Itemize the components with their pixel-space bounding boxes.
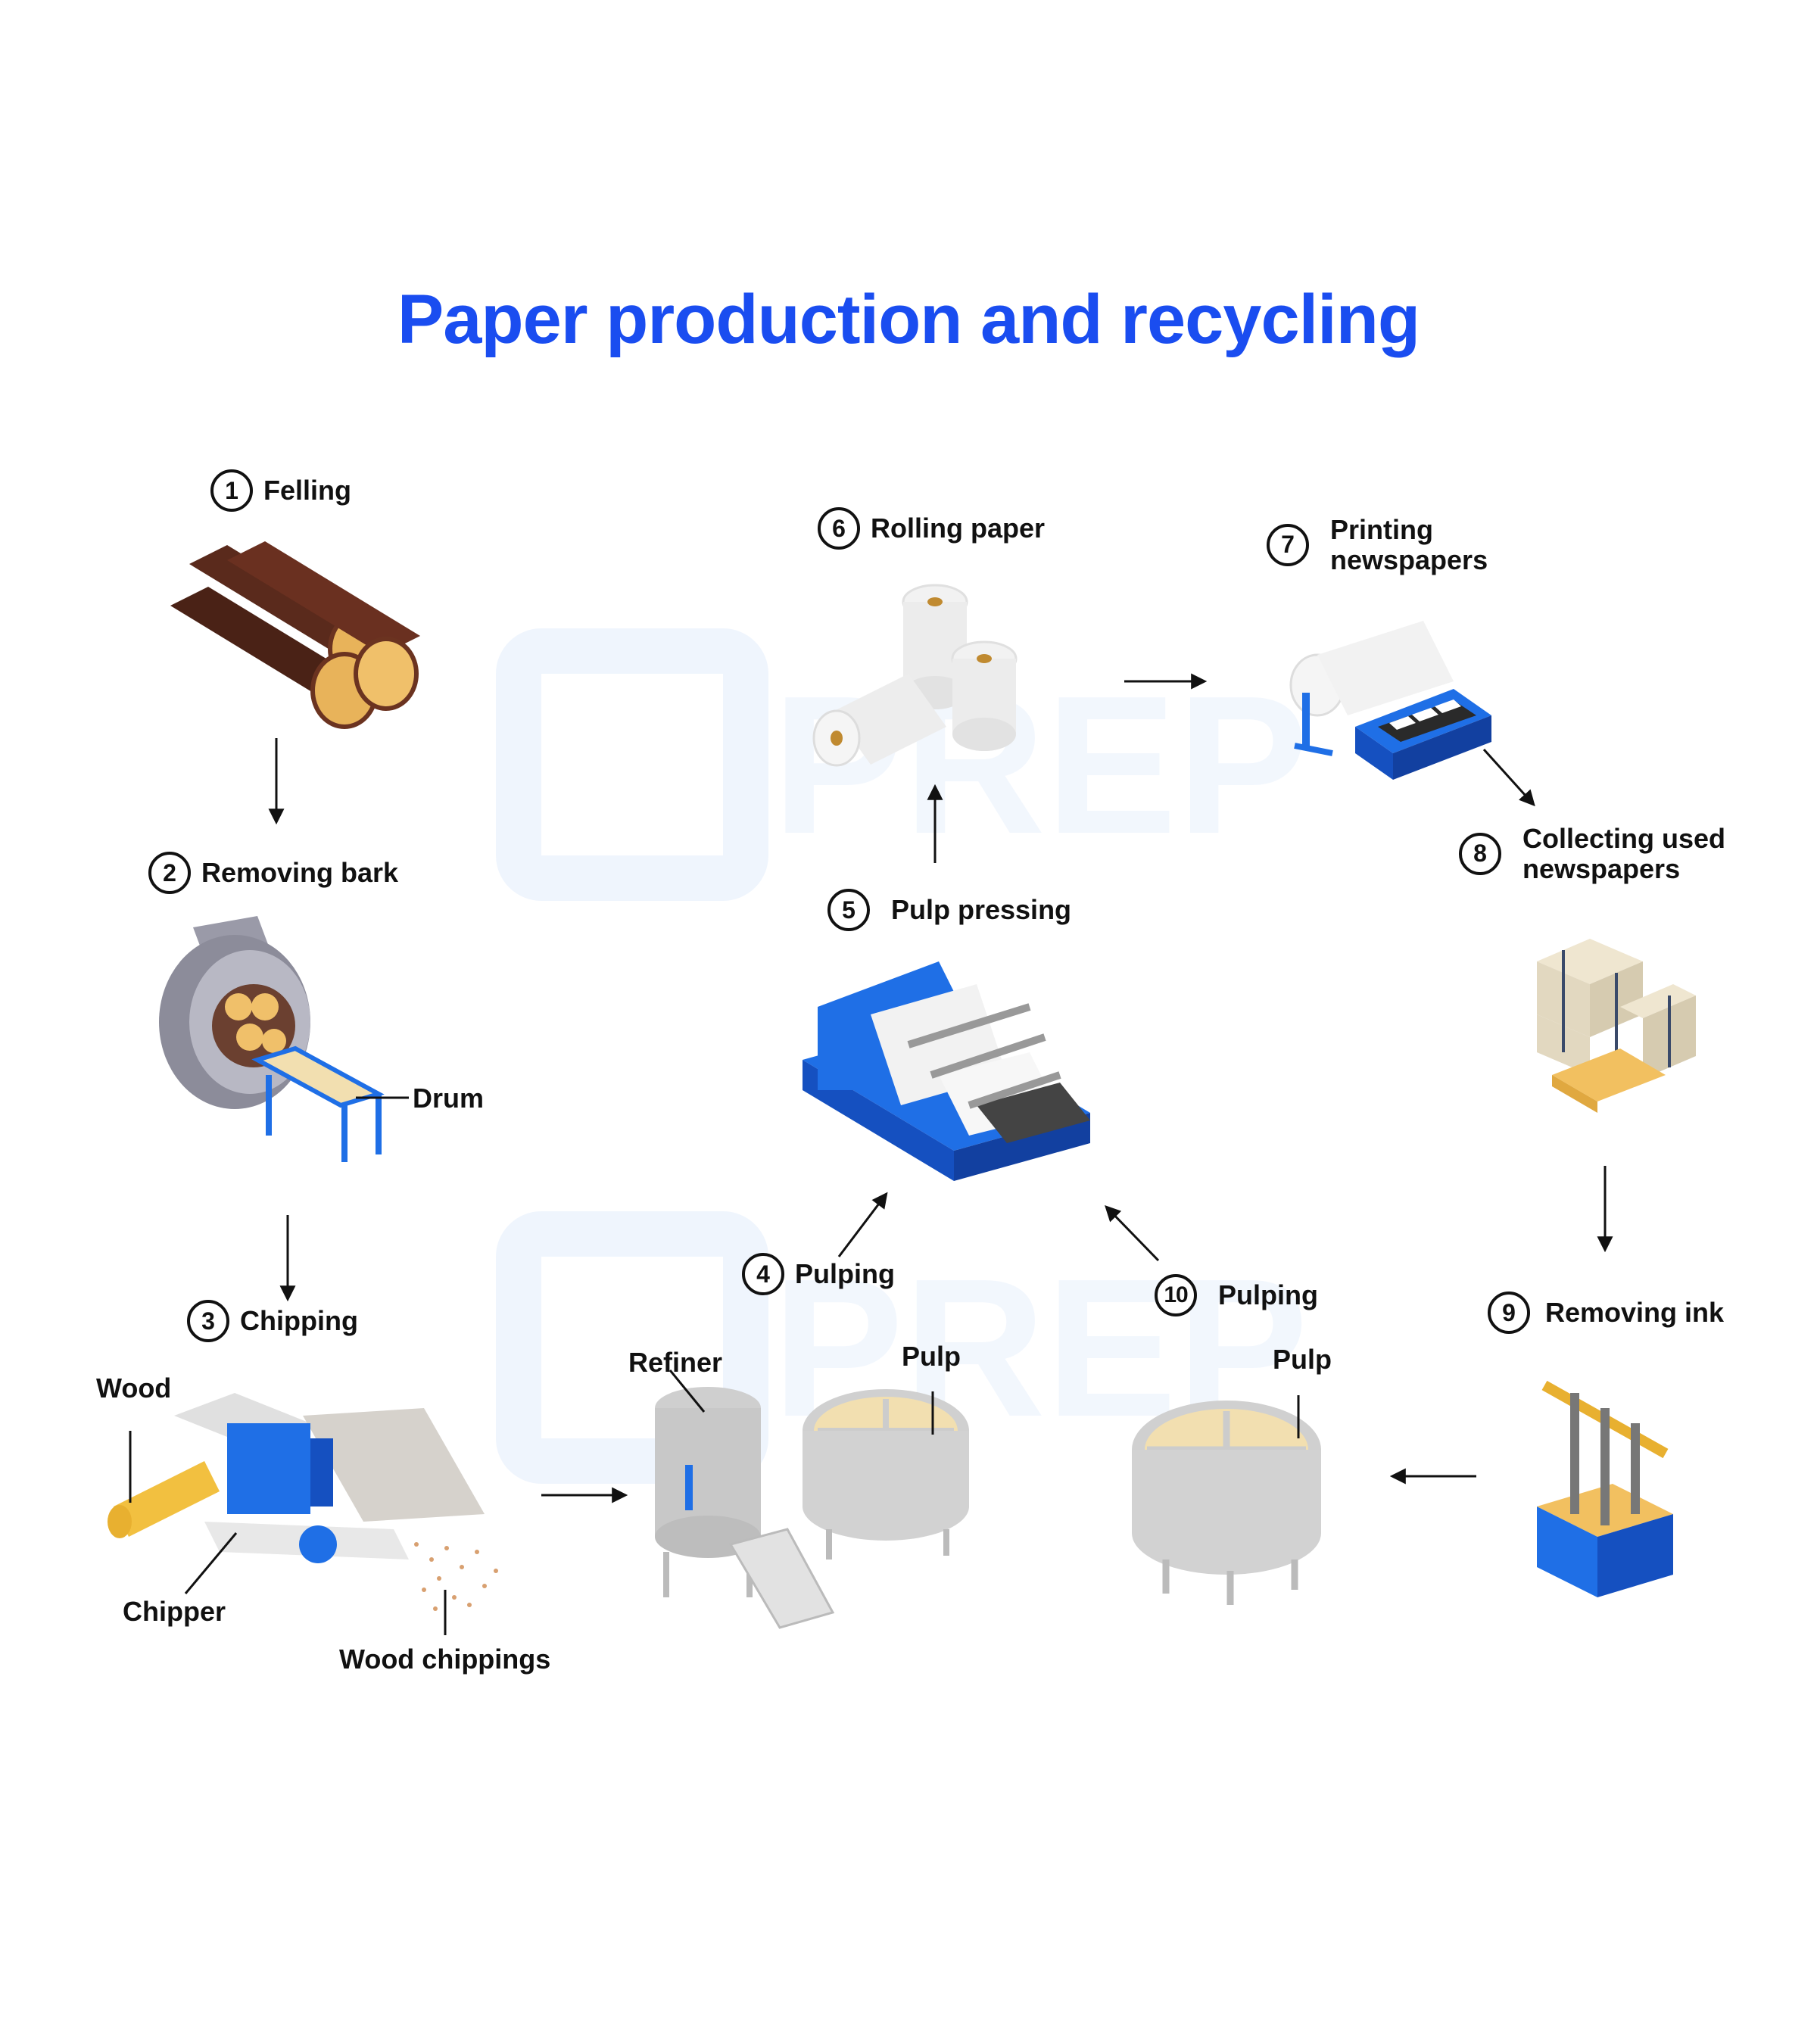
pulp-tank-icon xyxy=(1132,1401,1321,1605)
step-number: 2 xyxy=(148,852,191,894)
callout-refiner: Refiner xyxy=(628,1347,723,1378)
step-label: Removing bark xyxy=(201,857,399,889)
step-label: Pulping xyxy=(795,1258,895,1290)
step-10: 10 Pulping xyxy=(1155,1274,1318,1316)
printing-press-icon xyxy=(1289,621,1491,780)
press-machine-icon xyxy=(803,961,1090,1181)
watermark-text: PREP xyxy=(772,656,1308,875)
refiner-and-pulp-tank-icon xyxy=(655,1387,969,1629)
callout-drum: Drum xyxy=(413,1083,485,1114)
step-number: 4 xyxy=(742,1253,784,1295)
step-4: 4 Pulping xyxy=(742,1253,895,1295)
step-number: 7 xyxy=(1267,523,1309,566)
callout-pulp-left: Pulp xyxy=(902,1341,961,1372)
chipper-leader xyxy=(184,1532,238,1594)
diagram-title: Paper production and recycling xyxy=(397,281,1420,358)
step-1: 1 Felling xyxy=(210,469,351,512)
step-5: 5 Pulp pressing xyxy=(827,889,1071,931)
step-9: 9 Removing ink xyxy=(1488,1292,1724,1334)
step-label: Pulping xyxy=(1218,1279,1318,1311)
step-3: 3 Chipping xyxy=(187,1300,358,1342)
step-number: 8 xyxy=(1459,832,1501,875)
arrow-7-to-8 xyxy=(1482,748,1535,807)
step-7: 7 Printing newspapers xyxy=(1267,515,1488,575)
step-number: 5 xyxy=(827,889,870,931)
step-number: 10 xyxy=(1155,1274,1197,1316)
paper-rolls-icon xyxy=(812,584,1018,767)
step-8: 8 Collecting used newspapers xyxy=(1459,824,1725,883)
callout-chipper: Chipper xyxy=(123,1596,226,1627)
step-label: Pulp pressing xyxy=(891,894,1072,926)
arrow-4-to-5 xyxy=(837,1192,888,1257)
step-2: 2 Removing bark xyxy=(148,852,398,894)
step-label: Felling xyxy=(263,475,351,506)
callout-pulp-right: Pulp xyxy=(1273,1344,1332,1375)
step-label: Rolling paper xyxy=(871,513,1046,544)
step-label: Collecting used newspapers xyxy=(1522,823,1726,884)
step-number: 1 xyxy=(210,469,253,512)
debarking-drum-icon xyxy=(159,916,385,1162)
step-number: 6 xyxy=(818,507,860,550)
step-label: Chipping xyxy=(240,1305,358,1337)
step-label: Removing ink xyxy=(1545,1297,1725,1329)
watermark-logo xyxy=(496,628,768,1484)
step-number: 9 xyxy=(1488,1292,1530,1334)
refiner-leader xyxy=(669,1369,706,1413)
chipper-machine-icon xyxy=(108,1393,498,1611)
callout-wood-chippings: Wood chippings xyxy=(339,1644,551,1675)
logs-icon xyxy=(170,541,420,729)
step-label: Printing newspapers xyxy=(1330,514,1488,575)
step-number: 3 xyxy=(187,1300,229,1342)
step-6: 6 Rolling paper xyxy=(818,507,1045,550)
newspaper-bundles-icon xyxy=(1537,939,1696,1113)
arrow-10-to-5 xyxy=(1105,1204,1160,1262)
callout-wood: Wood xyxy=(96,1373,172,1404)
deinking-tank-icon xyxy=(1537,1380,1673,1597)
